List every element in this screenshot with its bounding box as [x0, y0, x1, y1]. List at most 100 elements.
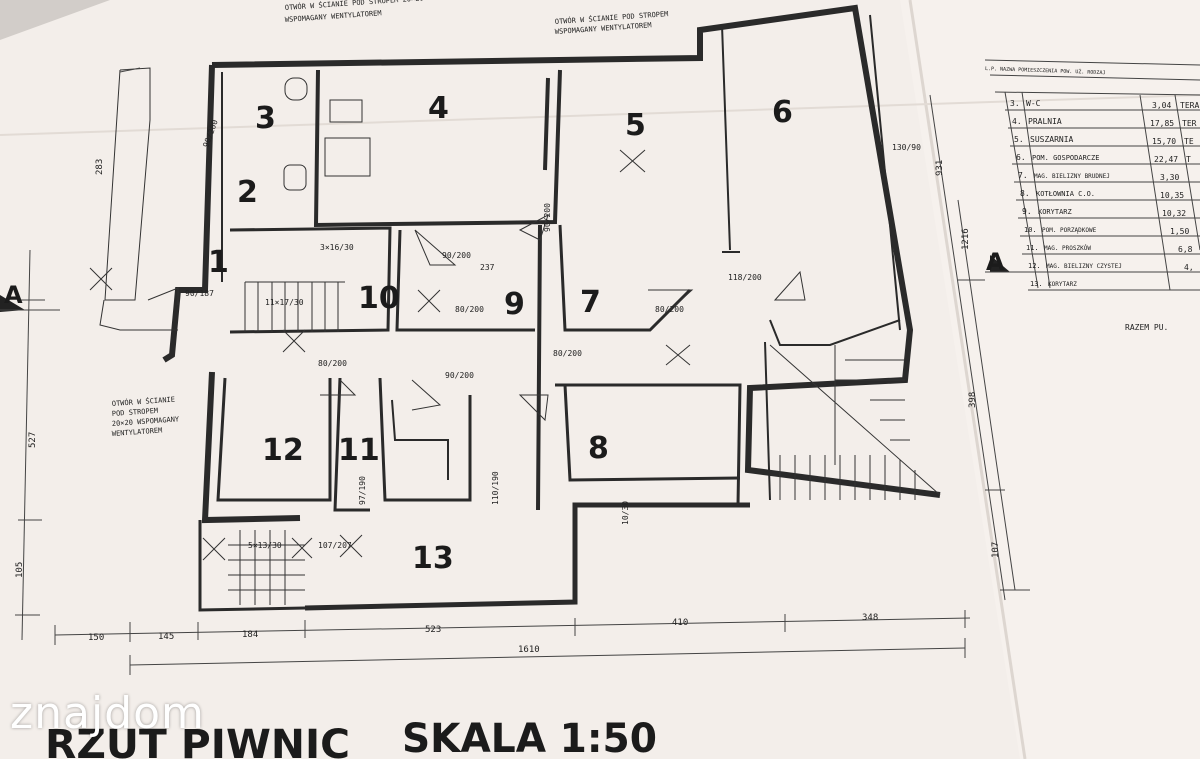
dimension-labels: 150 145 184 523 410 348 1610 105 527 283… [15, 159, 1001, 655]
ceiling-light-icon [417, 289, 441, 313]
schedule-header: L.P. NAZWA POMIESZCZENIA POW. UŻ. RODZAJ [985, 65, 1106, 76]
plan-title: RZUT PIWNIC [45, 722, 350, 759]
stairs [228, 281, 941, 605]
room-number: 12 [262, 433, 304, 468]
note: OTWÓR W ŚCIANIE POD STROPEM 20×20 [285, 0, 424, 12]
opening-size: 130/90 [892, 143, 921, 152]
row-no: 8. [1020, 189, 1030, 198]
row-no: 3. [1010, 99, 1020, 108]
dimension-value: 527 [28, 432, 38, 448]
opening-size: 90/200 [442, 251, 471, 260]
opening-labels: 90/200 90/200 80/200 80/200 90/200 80/20… [185, 118, 921, 550]
room-number: 2 [237, 175, 258, 210]
dimension-value: 931 [935, 160, 945, 176]
row-name: POM. PORZĄDKOWE [1042, 227, 1097, 234]
ceiling-light-icon [89, 267, 113, 291]
washtub-icon [324, 137, 371, 177]
row-name: W-C [1026, 99, 1041, 108]
ceiling-light-icon [619, 149, 646, 173]
opening-size: 110/190 [491, 471, 500, 505]
plan-scale: SKALA 1:50 [402, 716, 657, 759]
room-labels: 3 2 1 4 5 6 7 8 9 10 11 12 13 [208, 91, 793, 576]
dimension-value: 410 [672, 618, 688, 628]
opening-size: 90/200 [543, 203, 552, 232]
row-area: 1,50 [1170, 227, 1189, 236]
row-no: 10. [1024, 226, 1037, 234]
room-number: 9 [504, 287, 525, 322]
note: POD STROPEM [112, 407, 159, 418]
fold-line-horizontal [0, 94, 1200, 136]
row-type: TERA [1180, 101, 1199, 110]
row-name: KORYTARZ [1038, 208, 1072, 216]
row-name: KORYTARZ [1048, 281, 1077, 288]
section-labels: A A [4, 248, 1005, 309]
toilet-icon [283, 164, 307, 191]
dimension-value: 398 [968, 392, 978, 408]
row-area: 10,35 [1160, 191, 1184, 200]
interior-walls [198, 69, 901, 612]
row-area: 10,32 [1162, 209, 1186, 218]
row-type: T [1186, 155, 1191, 164]
dimension-value: 523 [425, 625, 441, 635]
light-markers [89, 149, 691, 561]
opening-size: 3×16/30 [320, 243, 354, 252]
row-name: KOTŁOWNIA C.O. [1036, 190, 1095, 198]
dimension-value: 150 [88, 633, 104, 643]
room-schedule-table [984, 59, 1200, 291]
opening-size: 80/200 [455, 305, 484, 314]
row-no: 4. [1012, 117, 1022, 126]
row-no: 7. [1018, 171, 1028, 180]
row-name: MAG. PROSZKÓW [1044, 245, 1091, 252]
row-area: 3,04 [1152, 101, 1171, 110]
ceiling-light-icon [665, 344, 691, 366]
dimension-value: 145 [158, 632, 174, 642]
row-name: MAG. BIELIZNY BRUDNEJ [1034, 173, 1110, 180]
opening-size: 90/200 [445, 371, 474, 380]
dimension-value: 348 [862, 613, 878, 623]
opening-size: 80/200 [318, 359, 347, 368]
schedule-rows: L.P. NAZWA POMIESZCZENIA POW. UŻ. RODZAJ… [985, 65, 1200, 332]
section-label: A [4, 281, 23, 309]
fixtures [283, 77, 371, 191]
row-type: TE [1184, 137, 1194, 146]
room-number: 6 [772, 95, 793, 130]
row-name: POM. GOSPODARCZE [1032, 154, 1099, 162]
opening-size: 11×17/30 [265, 298, 304, 307]
dimension-lines [15, 67, 1030, 675]
toilet-icon [284, 77, 308, 101]
dimension-value: 184 [242, 630, 258, 640]
opening-size: 90/187 [185, 289, 214, 298]
row-type: TER [1182, 119, 1197, 128]
row-area: 17,85 [1150, 119, 1174, 128]
section-label: A [986, 248, 1005, 276]
opening-size: 5×13/30 [248, 541, 282, 550]
paper-right-panel [900, 0, 1200, 759]
row-area: 15,70 [1152, 137, 1176, 146]
fold-line [908, 0, 1027, 759]
section-markers [0, 255, 1040, 312]
dimension-value: 1216 [961, 228, 971, 250]
opening-size: 107/207 [318, 541, 352, 550]
chimney-shaft [99, 67, 178, 331]
room-number: 3 [255, 101, 276, 136]
opening-size: 118/200 [728, 273, 762, 282]
sink-icon [329, 99, 363, 123]
door-swings [147, 213, 806, 422]
row-no: 9. [1022, 207, 1032, 216]
row-area: 6,8 [1178, 245, 1193, 254]
row-area: 3,30 [1160, 173, 1179, 182]
outer-walls [162, 4, 941, 611]
row-name: SUSZARNIA [1030, 135, 1074, 144]
dimension-value: 283 [95, 159, 105, 175]
room-number: 7 [580, 285, 601, 320]
opening-size: 80/200 [553, 349, 582, 358]
dimension-value: 105 [15, 562, 25, 578]
title-block: RZUT PIWNIC SKALA 1:50 [45, 716, 657, 759]
row-no: 13. [1030, 280, 1043, 288]
watermark-logo: znajdom [10, 688, 205, 739]
ceiling-light-icon [282, 329, 306, 353]
dimension-value: 107 [991, 542, 1001, 558]
room-number: 13 [412, 541, 454, 576]
row-no: 11. [1026, 244, 1039, 252]
